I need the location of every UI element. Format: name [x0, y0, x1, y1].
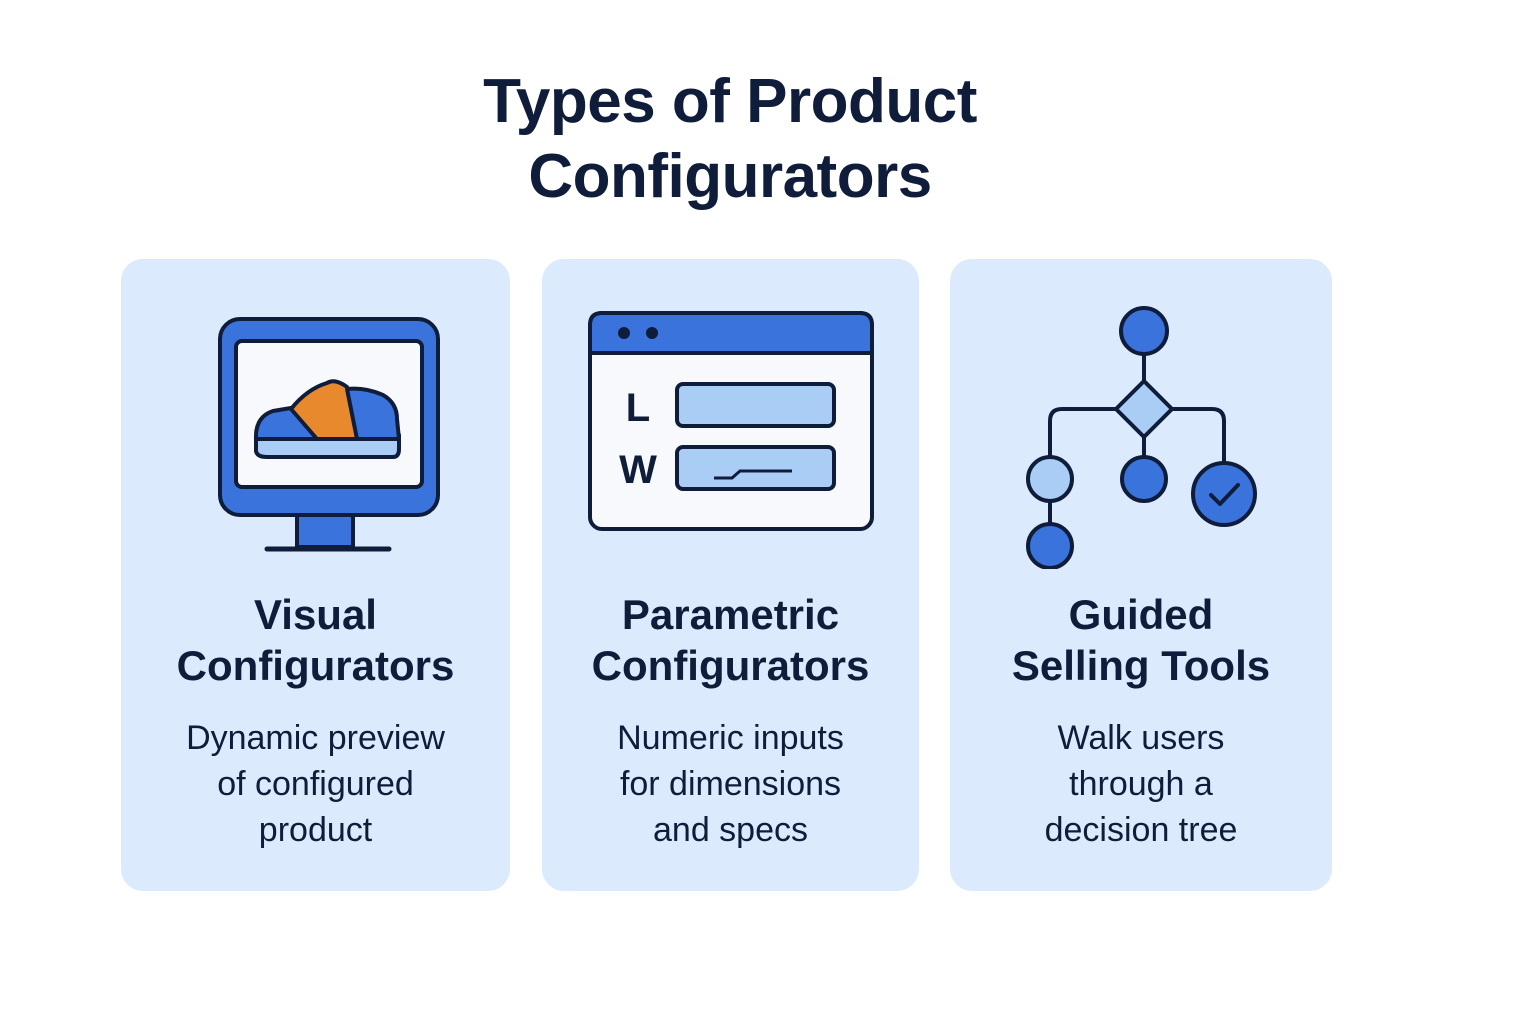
card-description-line-3: product — [258, 811, 373, 849]
card-description-line-2: of configured — [217, 765, 414, 803]
card-title: Parametric Configurators — [542, 589, 919, 691]
page-title-line-1: Types of Product — [483, 67, 977, 136]
card-parametric-configurators: L W Parametric Configurators Numeric inp… — [542, 259, 919, 891]
card-description-line-1: Dynamic preview — [186, 719, 445, 757]
card-description-line-3: and specs — [653, 811, 808, 849]
field-label-length: L — [626, 386, 650, 430]
card-description-line-1: Numeric inputs — [617, 719, 844, 757]
card-title-line-2: Configurators — [591, 642, 870, 689]
card-title-line-2: Configurators — [176, 642, 455, 689]
card-title-line-1: Parametric — [621, 591, 840, 638]
card-visual-configurators: Visual Configurators Dynamic preview of … — [121, 259, 510, 891]
card-description-line-3: decision tree — [1044, 811, 1238, 849]
card-title: Visual Configurators — [121, 589, 510, 691]
card-description: Numeric inputs for dimensions and specs — [542, 715, 919, 853]
card-description: Dynamic preview of configured product — [121, 715, 510, 853]
field-label-width: W — [619, 448, 657, 492]
page-title-line-2: Configurators — [528, 142, 932, 211]
card-description: Walk users through a decision tree — [950, 715, 1332, 853]
page-title: Types of Product Configurators — [430, 64, 1030, 214]
form-window-icon: L W — [542, 299, 919, 569]
card-title-line-1: Guided — [1068, 591, 1214, 638]
card-title: Guided Selling Tools — [950, 589, 1332, 691]
card-description-line-1: Walk users — [1057, 719, 1225, 757]
card-guided-selling-tools: Guided Selling Tools Walk users through … — [950, 259, 1332, 891]
decision-tree-icon — [950, 299, 1332, 569]
card-title-line-2: Selling Tools — [1011, 642, 1271, 689]
card-description-line-2: for dimensions — [619, 765, 842, 803]
card-description-line-2: through a — [1069, 765, 1213, 803]
card-title-line-1: Visual — [254, 591, 377, 638]
monitor-shoe-icon — [121, 299, 510, 569]
